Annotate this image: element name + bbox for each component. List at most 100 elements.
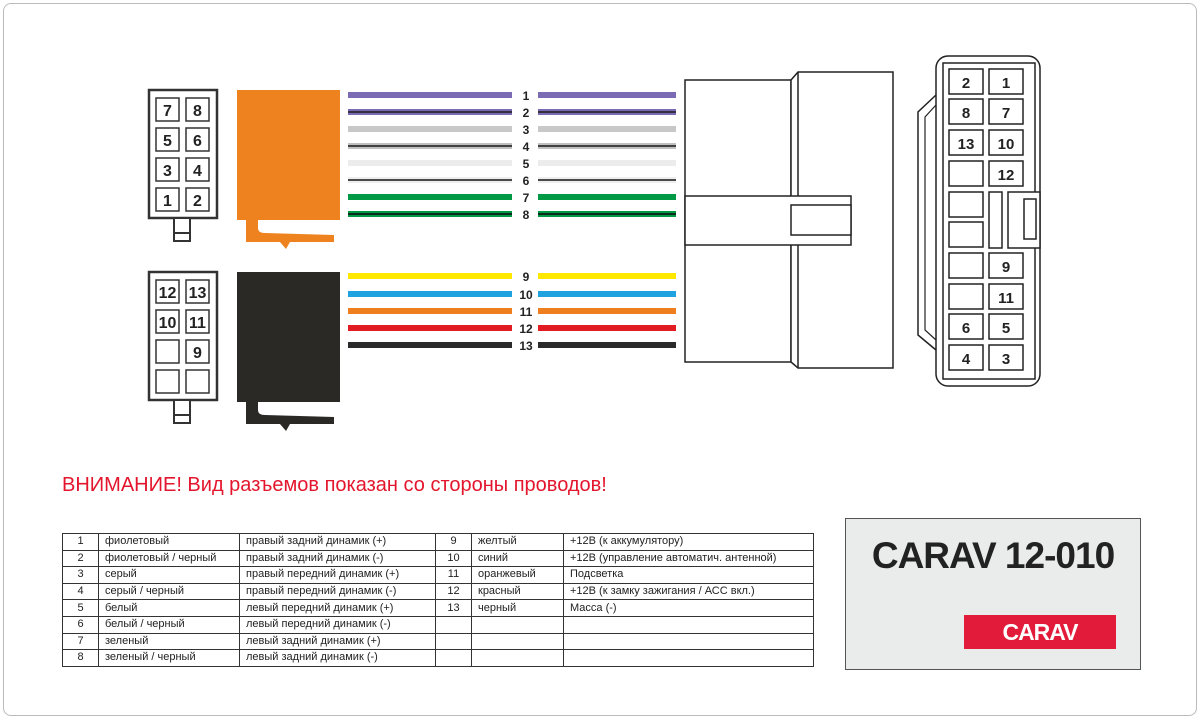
color-cell xyxy=(471,615,564,634)
face-pin-number: 10 xyxy=(998,136,1015,153)
face-pin-cell xyxy=(988,98,1024,125)
wire-9-left xyxy=(348,273,512,279)
function-cell: правый задний динамик (-) xyxy=(239,549,436,568)
wire-3-right xyxy=(538,126,676,132)
plug-latch xyxy=(173,399,191,424)
function-cell: +12В (к аккумулятору) xyxy=(563,533,814,551)
pin-cell: 12 xyxy=(435,582,472,601)
face-pin-number: 1 xyxy=(1002,75,1010,92)
wire-stripe xyxy=(348,111,512,113)
pin-cell xyxy=(155,157,180,182)
function-cell: +12В (управление автоматич. антенной) xyxy=(563,549,814,568)
housing-latch xyxy=(790,204,852,236)
face-side-clip-inner xyxy=(924,104,937,341)
pin-cell xyxy=(185,339,210,364)
wire-13-left xyxy=(348,342,512,348)
wire-number: 1 xyxy=(523,89,530,103)
function-cell: Масса (-) xyxy=(563,599,814,617)
face-side-clip xyxy=(917,94,937,351)
pin-cell: 11 xyxy=(435,566,472,584)
color-cell: белый xyxy=(98,599,240,617)
face-pin-cell xyxy=(948,129,984,156)
face-pin-cell xyxy=(988,129,1024,156)
pin-cell: 10 xyxy=(435,549,472,568)
wire-number: 9 xyxy=(523,270,530,284)
wire-11-left xyxy=(348,308,512,314)
wire-number: 10 xyxy=(519,288,533,302)
wire-bundle-sleeve xyxy=(237,272,340,402)
wire-12-right xyxy=(538,325,676,331)
color-cell: синий xyxy=(471,549,564,568)
face-pin-cell xyxy=(988,344,1024,371)
face-pin-number: 4 xyxy=(962,351,971,368)
wire-number: 7 xyxy=(523,191,530,205)
wire-11-right xyxy=(538,308,676,314)
function-cell: правый задний динамик (+) xyxy=(239,533,436,551)
wire-7-left xyxy=(348,194,512,200)
face-pin-number: 11 xyxy=(998,290,1014,307)
wire-number: 4 xyxy=(523,140,530,154)
face-pin-cell xyxy=(948,283,984,310)
face-pin-cell xyxy=(948,160,984,187)
pin-cell xyxy=(155,369,180,394)
pin-number: 4 xyxy=(193,163,202,180)
wire-number: 5 xyxy=(523,157,530,171)
pin-number: 13 xyxy=(189,285,207,302)
wire-12-left xyxy=(348,325,512,331)
wire-10-left xyxy=(348,291,512,297)
face-pin-number: 8 xyxy=(962,105,970,122)
wire-number: 2 xyxy=(523,106,530,120)
wire-7-right xyxy=(538,194,676,200)
wire-number: 6 xyxy=(523,174,530,188)
pin-cell xyxy=(435,649,472,667)
color-cell xyxy=(471,649,564,667)
pin-cell xyxy=(155,309,180,334)
pin-cell xyxy=(155,279,180,304)
color-cell: белый / черный xyxy=(98,615,240,634)
wire-stripe xyxy=(538,145,676,147)
color-cell: серый / черный xyxy=(98,582,240,601)
function-cell: правый передний динамик (-) xyxy=(239,582,436,601)
color-cell: зеленый xyxy=(98,632,240,651)
wire-stripe xyxy=(538,213,676,215)
warning-text: ВНИМАНИЕ! Вид разъемов показан со сторон… xyxy=(62,474,607,496)
pin-cell xyxy=(155,339,180,364)
pin-number: 1 xyxy=(163,193,172,210)
wire-5-right xyxy=(538,160,676,166)
wire-13-right xyxy=(538,342,676,348)
color-cell: фиолетовый xyxy=(98,533,240,551)
pin-cell: 8 xyxy=(62,649,99,667)
face-pin-number: 7 xyxy=(1002,105,1010,122)
color-cell: зеленый / черный xyxy=(98,649,240,667)
wire-stripe xyxy=(348,145,512,147)
pin-number: 3 xyxy=(163,163,172,180)
face-pin-number: 5 xyxy=(1002,320,1010,337)
face-pin-cell xyxy=(988,68,1024,95)
pin-cell: 9 xyxy=(435,533,472,551)
face-pin-cell xyxy=(988,160,1024,187)
function-cell: Подсветка xyxy=(563,566,814,584)
pin-cell xyxy=(155,187,180,212)
pin-cell xyxy=(185,157,210,182)
page-frame xyxy=(3,3,1197,716)
face-pin-cell xyxy=(988,252,1024,279)
pin-number: 2 xyxy=(193,193,202,210)
face-latch-inner xyxy=(1023,198,1037,240)
face-pin-number: 9 xyxy=(1002,259,1010,276)
wire-number: 3 xyxy=(523,123,530,137)
pin-number: 6 xyxy=(193,133,202,150)
pin-number: 7 xyxy=(163,103,172,120)
color-cell xyxy=(471,632,564,651)
wire-5-left xyxy=(348,160,512,166)
pin-cell xyxy=(185,187,210,212)
face-pin-cell xyxy=(948,68,984,95)
wire-9-right xyxy=(538,273,676,279)
function-cell xyxy=(563,615,814,634)
